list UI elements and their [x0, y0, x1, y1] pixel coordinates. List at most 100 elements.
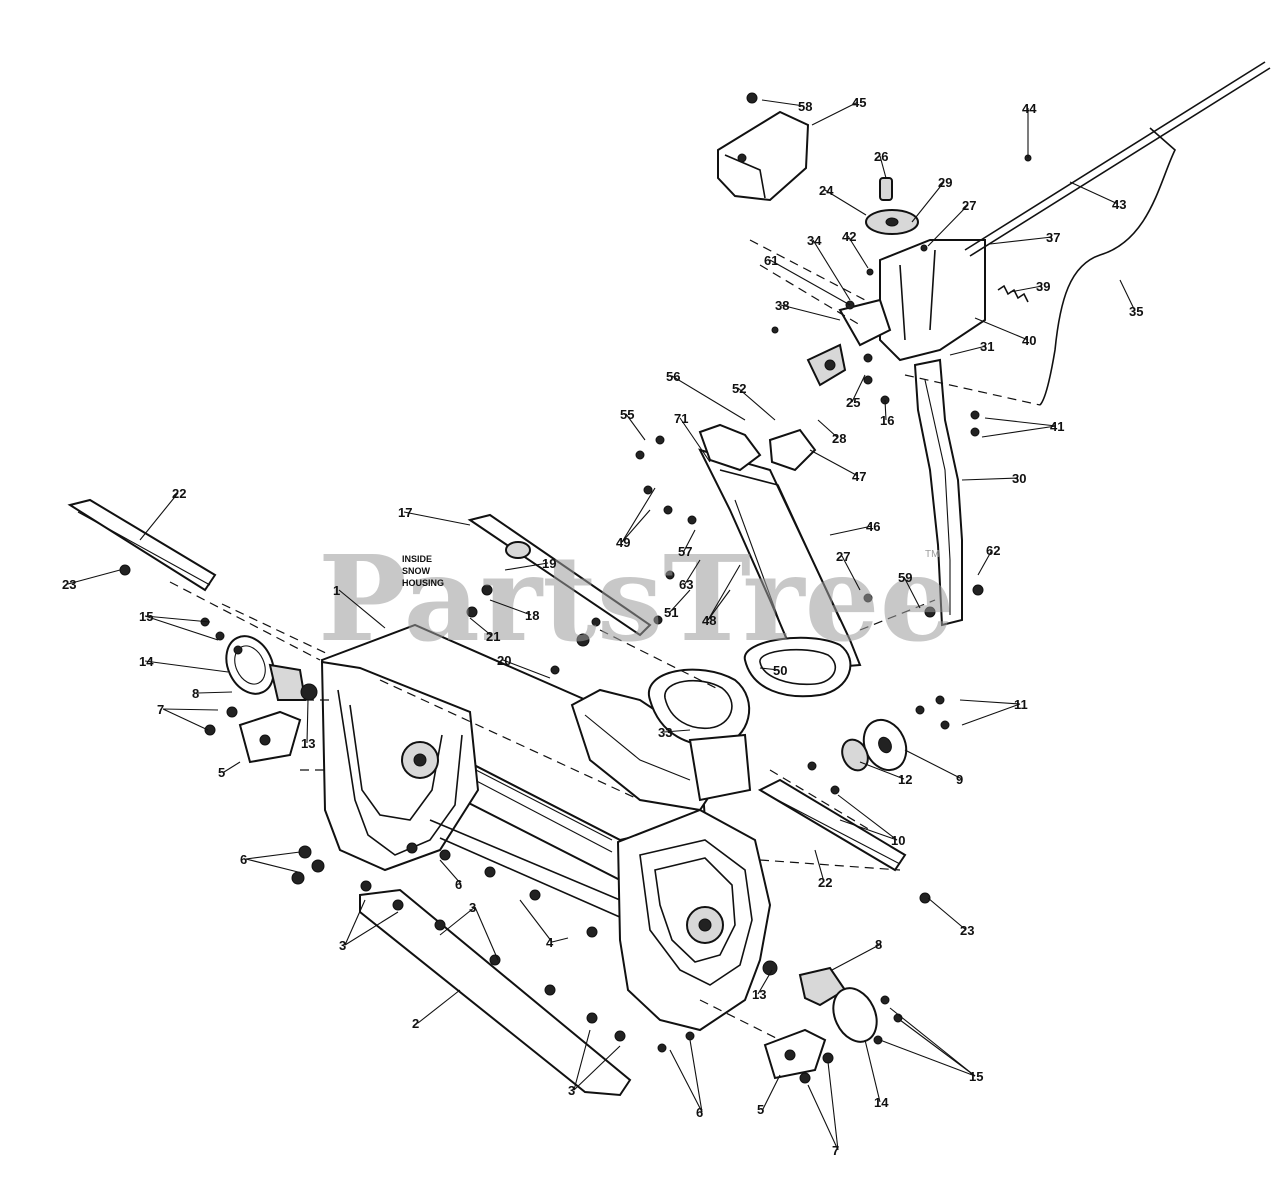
leader-line-62	[977, 549, 993, 576]
callout-56: 56	[666, 369, 680, 384]
callout-62: 62	[986, 543, 1000, 558]
leader-line-3	[573, 1045, 621, 1091]
callout-50: 50	[773, 663, 787, 678]
callout-27: 27	[962, 198, 976, 213]
callout-17: 17	[398, 505, 412, 520]
leader-line-49	[621, 509, 651, 543]
callout-6: 6	[696, 1105, 703, 1120]
callout-13: 13	[752, 987, 766, 1002]
assembly-lines	[169, 239, 1041, 1041]
leader-line-50	[759, 667, 780, 671]
leader-line-27	[841, 555, 861, 591]
leader-line-11	[959, 699, 1021, 705]
callout-18: 18	[525, 608, 539, 623]
leader-line-15	[879, 1039, 976, 1077]
callout-3: 3	[339, 938, 346, 953]
leader-line-6	[439, 859, 462, 885]
watermark-trademark: TM	[925, 549, 939, 560]
leader-line-13	[306, 699, 309, 744]
leader-line-57	[683, 529, 696, 552]
svg-text:SNOW: SNOW	[402, 566, 431, 576]
callout-1: 1	[333, 583, 340, 598]
leader-line-15	[899, 1019, 976, 1077]
leader-line-1	[338, 589, 386, 629]
callout-71: 71	[674, 411, 688, 426]
leader-line-52	[737, 387, 776, 421]
leader-line-2	[417, 989, 461, 1024]
callout-4: 4	[546, 935, 554, 950]
callout-51: 51	[664, 605, 678, 620]
callout-57: 57	[678, 544, 692, 559]
leader-line-4	[519, 899, 553, 943]
callout-42: 42	[842, 229, 856, 244]
leader-line-12	[859, 761, 905, 780]
leader-line-51	[669, 589, 691, 613]
callout-10: 10	[891, 833, 905, 848]
callout-59: 59	[898, 570, 912, 585]
leader-line-31	[949, 345, 987, 356]
callout-35: 35	[1129, 304, 1143, 319]
leader-line-9	[904, 749, 963, 780]
leader-line-22	[139, 492, 179, 541]
callout-6: 6	[455, 877, 462, 892]
callout-26: 26	[874, 149, 888, 164]
leader-line-26	[879, 155, 887, 179]
leader-line-7	[162, 708, 219, 711]
leader-line-58	[761, 99, 805, 107]
leader-line-22	[814, 849, 825, 883]
leader-line-25	[851, 374, 866, 403]
leader-line-3	[344, 911, 399, 946]
callout-46: 46	[866, 519, 880, 534]
callout-15: 15	[139, 609, 153, 624]
leader-line-13	[757, 969, 773, 995]
callout-44: 44	[1022, 101, 1037, 116]
leader-line-4	[551, 937, 569, 943]
callout-3: 3	[568, 1083, 575, 1098]
leader-line-15	[889, 1007, 976, 1077]
leader-line-6	[669, 1049, 703, 1113]
leader-line-14	[864, 1039, 881, 1103]
leader-line-8	[197, 691, 233, 694]
leader-line-19	[504, 562, 549, 571]
callout-6: 6	[240, 852, 247, 867]
leader-line-16	[884, 399, 887, 421]
leader-line-41	[984, 417, 1057, 427]
callout-5: 5	[218, 765, 225, 780]
callout-14: 14	[139, 654, 154, 669]
callout-37: 37	[1046, 230, 1060, 245]
leader-line-61	[769, 259, 851, 306]
callout-27: 27	[836, 549, 850, 564]
callout-19: 19	[542, 556, 556, 571]
leader-line-14	[144, 660, 229, 673]
callout-61: 61	[764, 253, 778, 268]
callout-40: 40	[1022, 333, 1036, 348]
callout-3: 3	[469, 900, 476, 915]
leader-line-71	[679, 417, 711, 463]
leader-line-15	[144, 615, 211, 623]
leader-line-11	[961, 703, 1021, 726]
leader-line-6	[689, 1039, 703, 1113]
callout-22: 22	[172, 486, 186, 501]
callout-11: 11	[1014, 697, 1028, 712]
leader-line-3	[344, 899, 366, 946]
callout-38: 38	[775, 298, 789, 313]
leader-line-3	[474, 906, 499, 961]
callout-7: 7	[157, 702, 164, 717]
scraper-bar	[119, 92, 1032, 1097]
leader-line-29	[911, 181, 945, 223]
inside-snow-housing-note: INSIDE SNOW HOUSING	[402, 554, 444, 588]
bearings-flanges	[225, 635, 908, 1080]
leader-line-49	[621, 487, 656, 543]
shafts	[67, 498, 907, 872]
callout-47: 47	[852, 469, 866, 484]
leader-line-10	[837, 794, 898, 841]
callout-29: 29	[938, 175, 952, 190]
leader-line-20	[502, 659, 551, 679]
callout-16: 16	[880, 413, 894, 428]
auger-housing	[320, 623, 772, 1032]
leader-line-42	[847, 235, 869, 269]
callout-20: 20	[497, 653, 511, 668]
leader-line-56	[671, 375, 746, 421]
callout-41: 41	[1050, 419, 1064, 434]
